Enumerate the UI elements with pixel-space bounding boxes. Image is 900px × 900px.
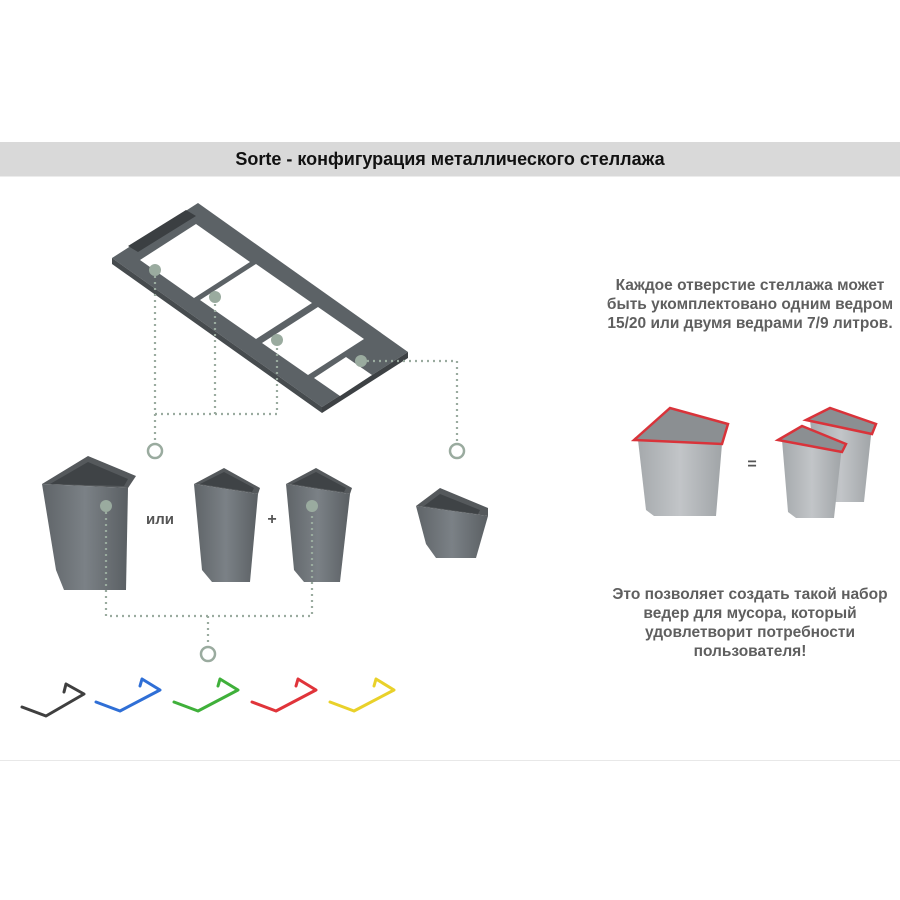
small-bin-1-icon [194, 468, 260, 582]
two-small-bins-light-icon [774, 406, 878, 518]
connector-dot [306, 500, 318, 512]
connector-ring-left [146, 442, 164, 460]
plus-label: + [267, 511, 276, 528]
small-bin-2-icon [286, 468, 352, 582]
handle-icon-green [172, 677, 240, 713]
connector-ring-bottom [199, 645, 217, 663]
page-title: Sorte - конфигурация металлического стел… [0, 142, 900, 176]
large-bin-light-icon [630, 406, 730, 516]
handle-icon-black [20, 682, 86, 718]
large-bin-icon [42, 456, 136, 590]
connector-ring-right [448, 442, 466, 460]
handle-icon-yellow [328, 677, 396, 713]
connector-dots [149, 264, 367, 367]
equals-label: = [747, 456, 756, 473]
top-divider [0, 176, 900, 177]
handle-icon-red [250, 677, 318, 713]
conclusion-text: Это позволяет создать такой набор ведер … [612, 586, 888, 660]
rack-connectors [153, 270, 459, 444]
tray-bin-icon [416, 488, 488, 558]
bottom-divider [0, 760, 900, 761]
description-text: Каждое отверстие стеллажа может быть уко… [606, 277, 894, 332]
connector-dot [100, 500, 112, 512]
or-label: или [146, 511, 174, 528]
bin-connectors [104, 506, 314, 646]
handle-options [20, 677, 396, 718]
metal-rack [112, 203, 408, 413]
handle-icon-blue [94, 677, 162, 713]
